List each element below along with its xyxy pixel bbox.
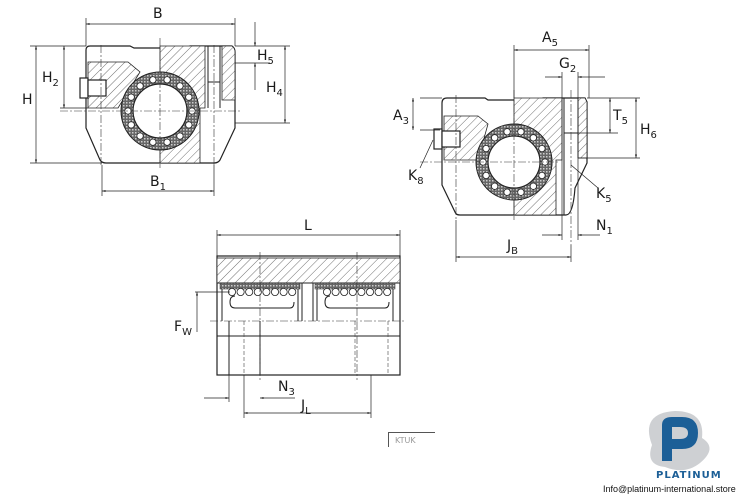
ball	[279, 287, 288, 296]
ball	[491, 134, 499, 142]
ball	[348, 287, 357, 296]
dim-label-B1: B1	[150, 174, 166, 193]
ball	[517, 128, 525, 136]
ball	[127, 121, 135, 129]
dim-label-N1: N1	[596, 218, 613, 237]
length-hatch-top	[216, 257, 401, 284]
length-balls	[227, 287, 392, 296]
ball	[322, 287, 331, 296]
dim-label-N3: N3	[278, 379, 295, 398]
ball	[538, 144, 546, 153]
dim-label-H5: H5	[257, 48, 274, 67]
ball	[365, 287, 374, 296]
dim-label-H: H	[22, 92, 33, 108]
dim-label-JL: JL	[300, 398, 311, 417]
ball	[163, 138, 171, 146]
ball	[185, 93, 193, 101]
dim-label-K8: K8	[408, 168, 424, 187]
side-hatch-flange	[577, 97, 588, 159]
dim-label-T5: T5	[612, 108, 628, 127]
front-view: B B1 H H2 H5 H4	[22, 6, 290, 196]
ball	[163, 76, 171, 84]
side-view: A5 G2 A3 T5 H6 K8 K5 N1 JB	[393, 30, 657, 262]
ball	[482, 171, 490, 180]
dim-label-JB: JB	[506, 238, 518, 257]
ball	[127, 93, 135, 101]
dim-label-H6: H6	[640, 122, 657, 141]
contact-email: Info@platinum-international.store	[603, 484, 736, 494]
ball	[374, 287, 383, 296]
ball	[529, 182, 537, 190]
front-hatch-flange	[221, 45, 236, 101]
ball	[517, 188, 525, 196]
front-lube-nipple	[79, 77, 89, 99]
ball	[245, 287, 254, 296]
logo-brand-name: PLATINUM	[656, 470, 722, 481]
ball	[176, 82, 184, 90]
ball	[149, 76, 157, 84]
ball	[340, 287, 349, 296]
ball	[236, 287, 245, 296]
ball	[503, 188, 511, 196]
dim-label-A5: A5	[542, 30, 558, 49]
ball	[185, 121, 193, 129]
ball	[491, 182, 499, 190]
ball	[288, 287, 297, 296]
ball	[538, 171, 546, 180]
dim-label-K5: K5	[596, 186, 612, 205]
ball	[383, 287, 392, 296]
dim-label-A3: A3	[393, 108, 409, 127]
ball	[331, 287, 340, 296]
dim-label-B: B	[153, 6, 163, 22]
ball	[176, 132, 184, 140]
dim-label-H2: H2	[42, 70, 59, 89]
ball	[149, 138, 157, 146]
ball	[136, 132, 144, 140]
ball	[253, 287, 262, 296]
ball	[529, 134, 537, 142]
dim-label-FW: FW	[174, 319, 192, 338]
platinum-logo	[648, 411, 710, 471]
dim-label-H4: H4	[266, 80, 283, 99]
side-lube-nipple	[433, 128, 443, 150]
front-balls	[124, 76, 196, 146]
length-view: L FW N3 JL	[174, 218, 405, 418]
logo-p-icon	[662, 417, 698, 461]
label-fragment: KTUK	[388, 432, 435, 447]
dim-label-L: L	[304, 218, 312, 234]
ball	[262, 287, 271, 296]
ball	[136, 82, 144, 90]
ball	[357, 287, 366, 296]
dim-label-G2: G2	[559, 56, 576, 75]
ball	[270, 287, 279, 296]
side-balls	[479, 128, 549, 196]
ball	[503, 128, 511, 136]
ball	[482, 144, 490, 153]
